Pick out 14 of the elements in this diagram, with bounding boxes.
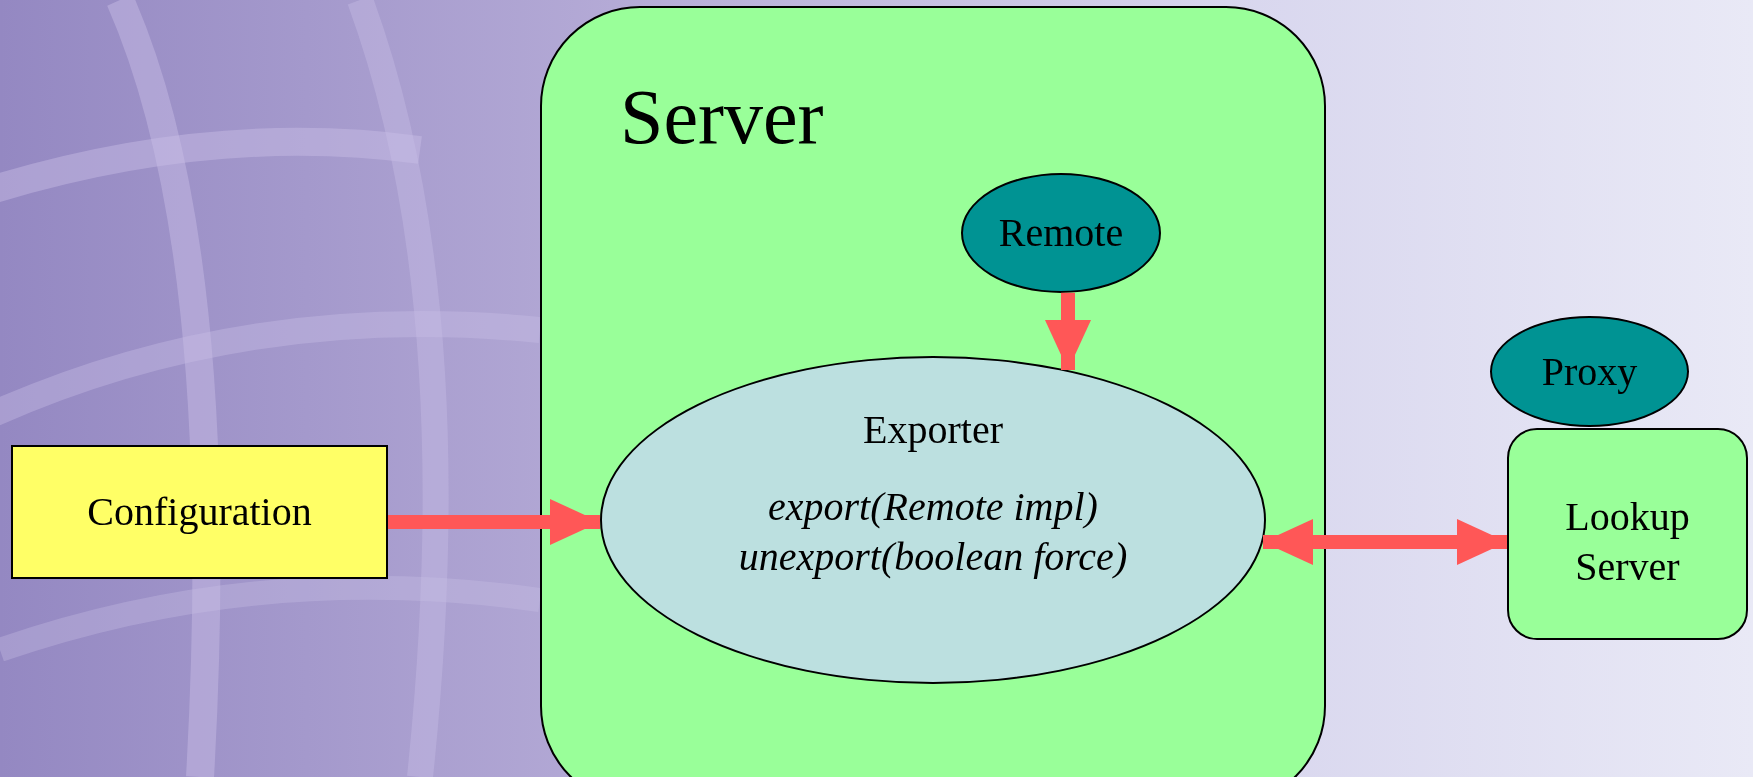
- node-label: Remote: [998, 209, 1124, 257]
- lookup-server-box: [1507, 428, 1748, 640]
- node-label: Configuration: [87, 488, 312, 536]
- arrow: [1263, 519, 1507, 565]
- method-signature: export(Remote impl): [768, 483, 1098, 531]
- node-title: Exporter: [863, 406, 1003, 454]
- arrow: [388, 499, 600, 545]
- node-label: Proxy: [1541, 347, 1638, 396]
- configuration-box: [11, 445, 388, 579]
- arrow: [1045, 292, 1091, 371]
- method-signature: unexport(boolean force): [738, 533, 1128, 581]
- container-title: Server: [620, 78, 825, 156]
- node-label: Lookup Server: [1564, 493, 1691, 591]
- server-container: [540, 6, 1326, 777]
